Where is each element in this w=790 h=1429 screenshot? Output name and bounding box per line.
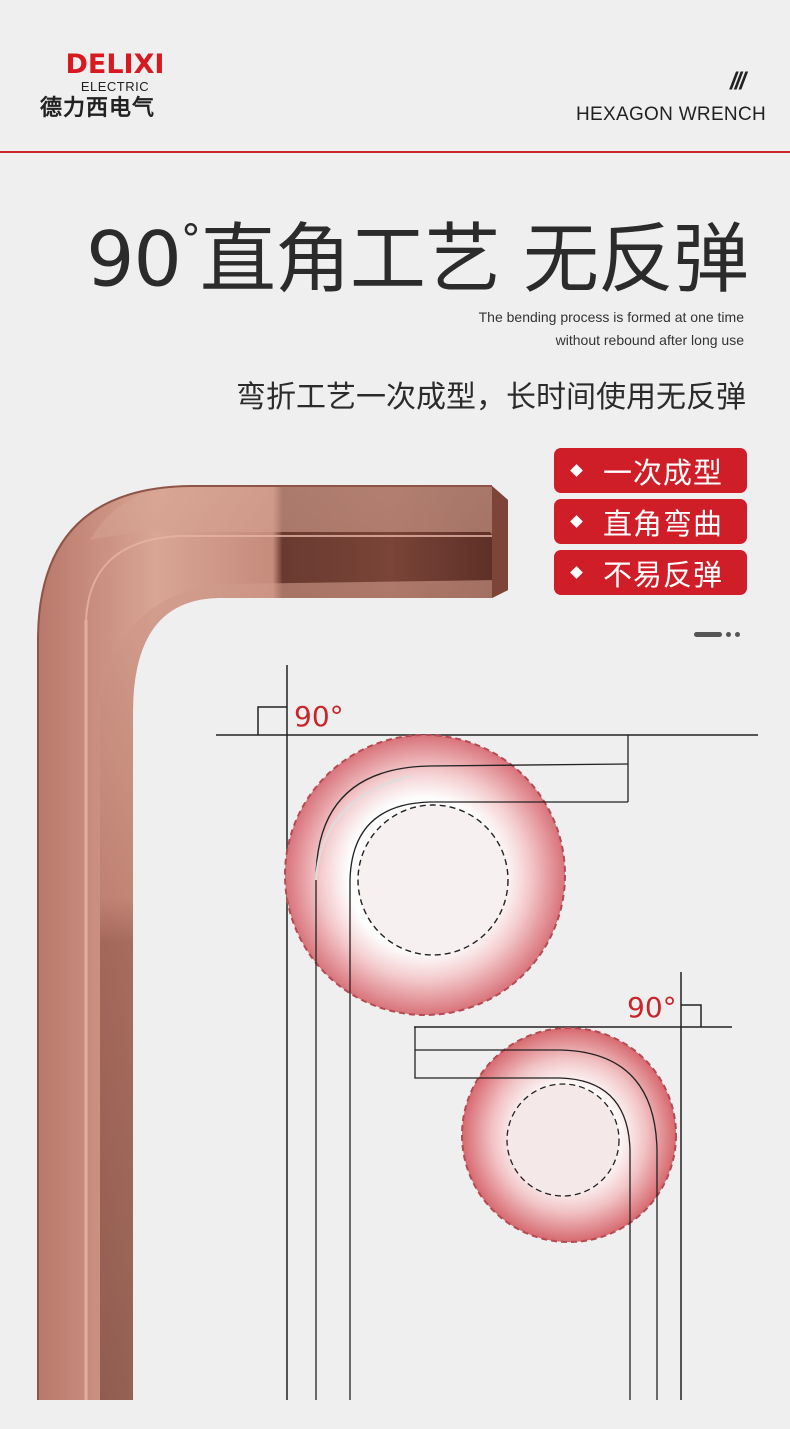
english-description: The bending process is formed at one tim…	[479, 306, 744, 352]
page-header: DELIXI ELECTRIC 德力西电气 /// HEXAGON WRENCH	[0, 0, 790, 152]
headline-number: 90	[86, 214, 182, 304]
feature-tags: 一次成型 直角弯曲 不易反弹	[554, 448, 747, 601]
diamond-icon	[570, 464, 583, 477]
diamond-icon	[570, 515, 583, 528]
headline-text: 直角工艺 无反弹	[199, 214, 749, 304]
english-description-line2: without rebound after long use	[555, 332, 744, 348]
brand-chinese-name: 德力西电气	[40, 96, 156, 121]
brand-logo: DELIXI ELECTRIC 德力西电气	[40, 50, 195, 122]
chinese-description: 弯折工艺一次成型，长时间使用无反弹	[236, 380, 746, 415]
feature-tag-label: 一次成型	[603, 455, 724, 490]
headline: 90°直角工艺 无反弹	[86, 198, 749, 307]
feature-tag: 不易反弹	[554, 550, 747, 595]
headline-degree: °	[180, 217, 201, 263]
pagination-dot	[735, 632, 740, 637]
slash-mark: ///	[729, 68, 746, 95]
diamond-icon	[570, 566, 583, 579]
hex-wrench-image	[37, 485, 508, 1400]
product-name: HEXAGON WRENCH	[576, 104, 766, 125]
angle-label-top: 90°	[294, 700, 344, 733]
bend-diagram-bottom	[414, 972, 732, 1400]
brand-name: DELIXI	[65, 49, 165, 80]
pagination-dot	[726, 632, 731, 637]
english-description-line1: The bending process is formed at one tim…	[478, 309, 744, 325]
brand-subtitle: ELECTRIC	[80, 79, 150, 94]
feature-tag-label: 不易反弹	[603, 557, 724, 592]
pagination-indicator	[694, 632, 740, 637]
feature-tag: 一次成型	[554, 448, 747, 493]
header-divider	[0, 151, 790, 153]
angle-label-bottom: 90°	[627, 991, 677, 1024]
feature-tag: 直角弯曲	[554, 499, 747, 544]
feature-tag-label: 直角弯曲	[603, 506, 724, 541]
pagination-active-bar	[694, 632, 722, 637]
bend-diagram-top	[216, 665, 758, 1400]
